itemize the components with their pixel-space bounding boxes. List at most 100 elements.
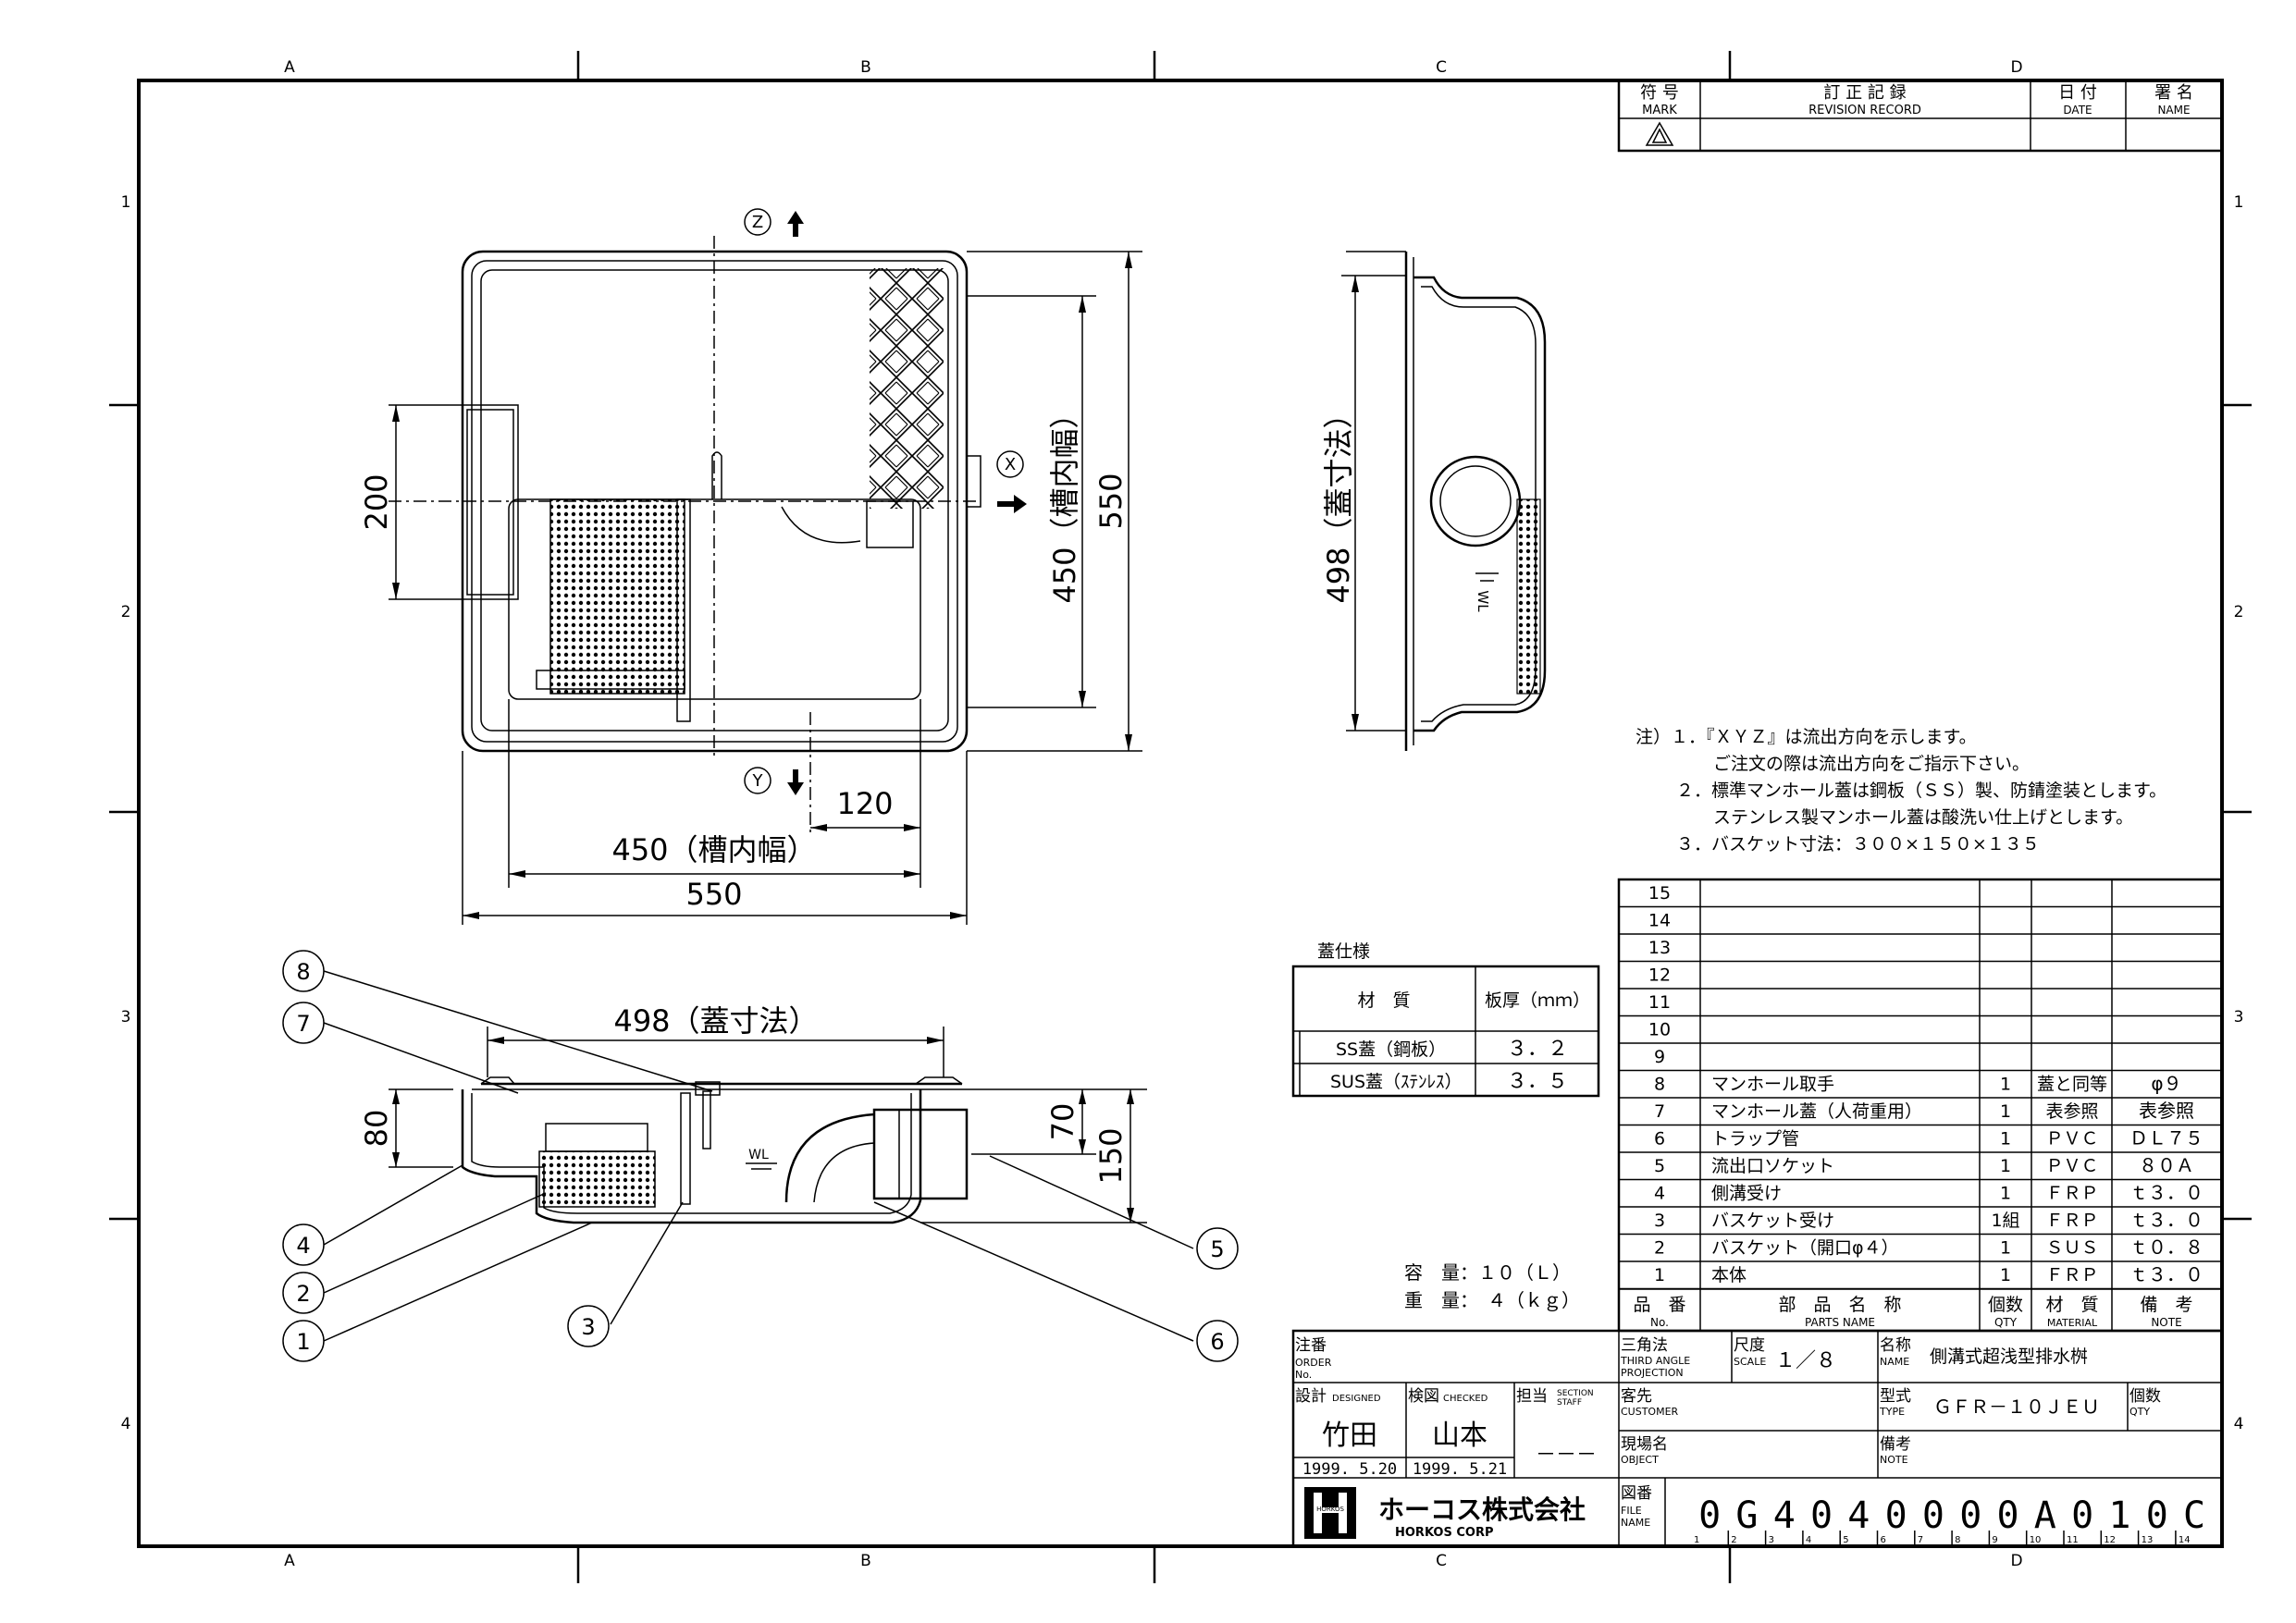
front-dim-498: 498（蓋寸法） <box>613 1003 818 1039</box>
parts-cell-name: マンホール蓋（人荷重用） <box>1711 1101 1922 1122</box>
parts-cell-material: ＰＶＣ <box>2045 1156 2098 1176</box>
file-number-index: 5 <box>1843 1535 1848 1545</box>
parts-material-en: MATERIAL <box>2047 1317 2098 1329</box>
row-label-1-right: 1 <box>2234 193 2244 212</box>
parts-cell-no: 6 <box>1654 1129 1665 1150</box>
tb-scale-jp: 尺度 <box>1734 1336 1765 1355</box>
parts-name-en: PARTS NAME <box>1805 1316 1875 1329</box>
side-wl-label: WL <box>1475 590 1491 612</box>
file-number-char: 0 <box>1698 1494 1721 1537</box>
front-wl-label: WL <box>748 1148 769 1162</box>
parts-cell-no: 10 <box>1648 1020 1671 1040</box>
lid-spec-row2-material: SUS蓋（ｽﾃﾝﾚｽ） <box>1330 1072 1463 1092</box>
tb-qty-jp: 個数 <box>2129 1387 2161 1406</box>
parts-cell-no: 5 <box>1654 1156 1665 1176</box>
parts-cell-no: 12 <box>1648 965 1671 986</box>
tb-designer: 竹田 <box>1322 1420 1377 1452</box>
notes: 注）１．『ＸＹＺ』は流出方向を示します。 ご注文の際は流出方向をご指示下さい。 … <box>1636 727 2166 855</box>
tb-designed-date: 1999. 5.20 <box>1302 1460 1397 1479</box>
parts-cell-name: 本体 <box>1711 1265 1747 1285</box>
col-label-d: D <box>2010 58 2022 77</box>
callout-2: 2 <box>296 1281 310 1307</box>
rev-mark-en: MARK <box>1642 104 1677 117</box>
capacity-volume: 容 量：１０（Ｌ） <box>1404 1261 1571 1284</box>
tb-staff-value: －－－ <box>1536 1444 1597 1467</box>
col-label-a: A <box>284 58 295 77</box>
tb-type-value: ＧＦＲ－１０ＪＥＵ <box>1933 1396 2100 1418</box>
parts-cell-material: 表参照 <box>2045 1101 2098 1122</box>
tb-name-en: NAME <box>1880 1356 1909 1368</box>
front-dim-150: 150 <box>1093 1127 1129 1184</box>
file-number-index: 9 <box>1992 1535 1997 1545</box>
file-number-index: 7 <box>1918 1535 1923 1545</box>
rev-record-jp: 訂 正 記 録 <box>1823 83 1906 103</box>
col-label-a-bottom: A <box>284 1552 295 1570</box>
file-number-index: 2 <box>1731 1535 1736 1545</box>
parts-cell-material: ＦＲＰ <box>2045 1211 2098 1231</box>
rev-name-en: NAME <box>2157 104 2190 117</box>
lid-spec-material-header: 材 質 <box>1357 990 1410 1011</box>
revision-table: 符 号 MARK 訂 正 記 録 REVISION RECORD 日 付 DAT… <box>1617 79 2224 153</box>
file-number-index: 14 <box>2179 1535 2191 1545</box>
lid-spec-thickness-header: 板厚（ｍｍ） <box>1485 990 1590 1011</box>
tb-name-jp: 名称 <box>1880 1336 1911 1355</box>
file-number-char: 0 <box>1885 1494 1907 1537</box>
side-view <box>1341 251 1547 751</box>
dim-550-horizontal: 550 <box>685 877 742 912</box>
callout-leaders <box>323 970 1194 1342</box>
lid-spec-row2-thickness: ３．５ <box>1507 1070 1568 1093</box>
lid-spec-row1-thickness: ３．２ <box>1507 1038 1568 1061</box>
parts-no-jp: 品 番 <box>1633 1295 1685 1315</box>
dim-550-vertical: 550 <box>1093 473 1129 529</box>
rev-name-jp: 署 名 <box>2154 83 2193 103</box>
file-number-index: 11 <box>2067 1535 2079 1545</box>
file-number-char: C <box>2183 1494 2205 1537</box>
tb-staff-jp: 担当 <box>1516 1387 1548 1406</box>
tb-file-en: FILE <box>1621 1505 1642 1517</box>
note-2: ２．標準マンホール蓋は鋼板（ＳＳ）製、防錆塗装とします。 <box>1676 780 2166 801</box>
callout-8: 8 <box>296 959 310 985</box>
capacity-weight: 重 量： ４（ｋｇ） <box>1404 1289 1580 1311</box>
front-dim-70: 70 <box>1045 1103 1080 1141</box>
tb-projection-en2: PROJECTION <box>1621 1367 1684 1379</box>
file-number-char: G <box>1735 1494 1758 1537</box>
tb-staff-en2: STAFF <box>1557 1398 1582 1408</box>
parts-cell-name: 側溝受け <box>1711 1184 1782 1204</box>
callout-5: 5 <box>1210 1236 1224 1262</box>
parts-cell-note: 表参照 <box>2139 1100 2194 1122</box>
col-label-b-bottom: B <box>860 1552 871 1570</box>
row-label-1: 1 <box>121 193 131 212</box>
parts-cell-qty: 1 <box>2000 1101 2011 1122</box>
parts-cell-name: 流出口ソケット <box>1711 1156 1834 1176</box>
parts-cell-note: ８０Ａ <box>2139 1154 2194 1176</box>
parts-cell-material: ＦＲＰ <box>2045 1184 2098 1204</box>
parts-cell-qty: 1 <box>2000 1265 2011 1285</box>
parts-note-en: NOTE <box>2151 1316 2181 1329</box>
row-label-4: 4 <box>121 1415 131 1433</box>
parts-cell-qty: 1 <box>2000 1075 2011 1095</box>
lid-spec-table: 蓋仕様 材 質 板厚（ｍｍ） SS蓋（鋼板） ３．２ SUS蓋（ｽﾃﾝﾚｽ） ３… <box>1291 941 1600 1098</box>
note-2b: ステンレス製マンホール蓋は酸洗い仕上げとします。 <box>1713 807 2133 828</box>
tb-scale-en: SCALE <box>1734 1356 1766 1368</box>
parts-cell-no: 3 <box>1654 1211 1665 1231</box>
parts-no-en: No. <box>1650 1316 1669 1329</box>
file-number-char: 0 <box>2146 1494 2168 1537</box>
file-number-index: 3 <box>1769 1535 1774 1545</box>
parts-cell-qty: 1 <box>2000 1156 2011 1176</box>
tb-customer-jp: 客先 <box>1621 1387 1652 1406</box>
parts-cell-no: 9 <box>1654 1047 1665 1067</box>
file-number-char: A <box>2034 1494 2056 1537</box>
parts-note-jp: 備 考 <box>2140 1295 2192 1315</box>
file-number-char: 1 <box>2108 1494 2130 1537</box>
parts-cell-name: バスケット（開口φ４） <box>1711 1238 1899 1259</box>
parts-material-jp: 材 質 <box>2045 1295 2098 1315</box>
rev-record-en: REVISION RECORD <box>1808 104 1921 117</box>
grid-labels: A B C D A B C D 1 2 3 4 1 2 3 4 <box>121 58 2244 1570</box>
tb-order-jp: 注番 <box>1295 1336 1327 1355</box>
file-number-char: 4 <box>1847 1494 1870 1537</box>
parts-cell-note: ｔ０．８ <box>2129 1236 2203 1259</box>
tb-type-jp: 型式 <box>1880 1387 1911 1406</box>
tb-designed-en: DESIGNED <box>1332 1394 1381 1404</box>
